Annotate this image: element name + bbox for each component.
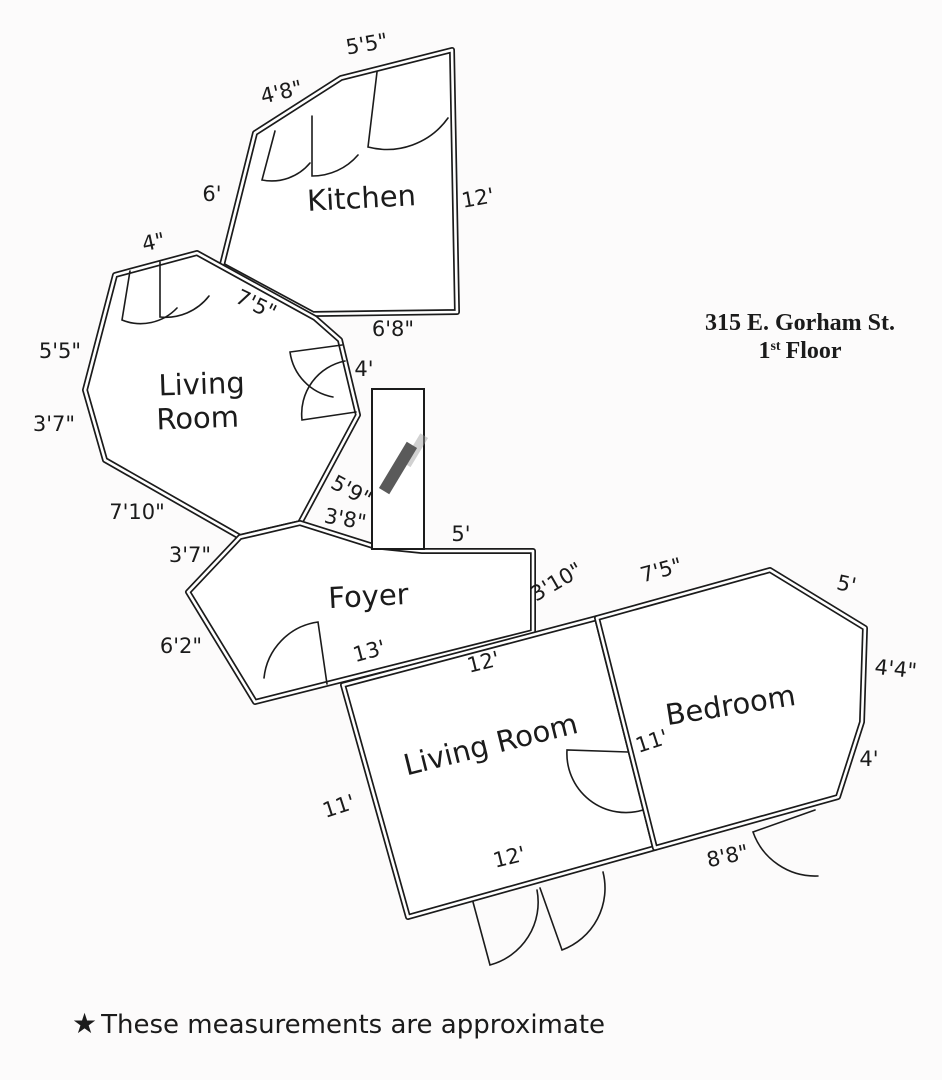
living-upper-right-door-arc-1 (289, 344, 343, 398)
living-upper-right-door-arc-2 (300, 360, 357, 421)
star-icon: ★ (72, 1007, 97, 1040)
kitchen-door-arc-3 (367, 71, 449, 151)
stair-panel (371, 388, 429, 550)
dim-kitchen-bottom: 6'8" (372, 317, 414, 341)
bedroom-door-arc (751, 809, 819, 877)
title-line1: 315 E. Gorham St. (705, 310, 895, 336)
dim-living-upper-right: 4' (354, 357, 373, 381)
dim-kitchen-left: 6' (202, 182, 221, 206)
dim-living-lower-left: 11' (320, 790, 358, 823)
living-lower-door-arc-2 (539, 871, 606, 952)
footnote: ★These measurements are approximate (72, 1007, 605, 1040)
dim-bedroom-right-upper: 4'4" (874, 655, 918, 683)
dim-foyer-top: 5' (451, 522, 470, 546)
kitchen-door-arc-2 (311, 115, 359, 177)
door-arcs-group (121, 71, 819, 966)
footnote-text: ★These measurements are approximate (72, 1007, 605, 1040)
dim-kitchen-top: 5'5" (344, 29, 390, 60)
title-floor-number: 1 (758, 338, 770, 364)
living-lower-door-arc-1 (472, 889, 539, 966)
dim-kitchen-right: 12' (460, 183, 496, 212)
living-upper-top-door-arc-2 (159, 261, 210, 319)
title-block: 315 E. Gorham St. 1st Floor (705, 310, 895, 364)
dim-living-upper-left-upper: 5'5" (39, 339, 81, 363)
stair-stripe (378, 441, 418, 495)
footnote-note: These measurements are approximate (100, 1010, 605, 1040)
living-upper-top-door-arc-1 (121, 270, 178, 325)
dim-foyer-left-upper: 3'7" (169, 543, 211, 567)
kitchen-label: Kitchen (306, 178, 417, 218)
living-upper-label-line2: Room (156, 400, 240, 437)
dim-bedroom-bottom: 8'8" (704, 840, 750, 872)
stair-panel-outline (371, 388, 425, 550)
living-upper-label-line1: Living (158, 366, 245, 403)
foyer-door-arc (263, 621, 328, 685)
dim-bedroom-right-lower: 4' (859, 747, 878, 771)
dim-foyer-left-lower: 6'2" (160, 634, 202, 658)
dimension-labels-group: 5'5" 4'8" 6' 12' 6'8" 4" 7'5" 5'5" 3'7" … (33, 29, 918, 873)
foyer-label: Foyer (327, 577, 409, 615)
bedroom-wall-inner (595, 568, 867, 850)
dim-living-upper-bottom-left: 7'10" (109, 500, 165, 524)
dim-living-upper-left-lower: 3'7" (33, 412, 75, 436)
title-line2: 1st Floor (758, 338, 841, 364)
walls-group (82, 47, 868, 920)
foyer-walls (185, 520, 536, 705)
foyer-wall-inner (186, 521, 535, 704)
title-floor-word: Floor (786, 338, 842, 364)
living-upper-wall-inner (83, 251, 360, 539)
title-floor-ordinal: st (770, 339, 780, 354)
kitchen-door-arc-1 (261, 130, 311, 182)
divider-door-arc (566, 749, 644, 814)
dim-living-upper-top: 4" (140, 228, 168, 256)
dim-bedroom-top-right: 5' (835, 570, 859, 597)
living-upper-walls (82, 250, 361, 540)
bedroom-walls (594, 567, 868, 851)
dim-bedroom-top: 7'5" (638, 553, 685, 587)
